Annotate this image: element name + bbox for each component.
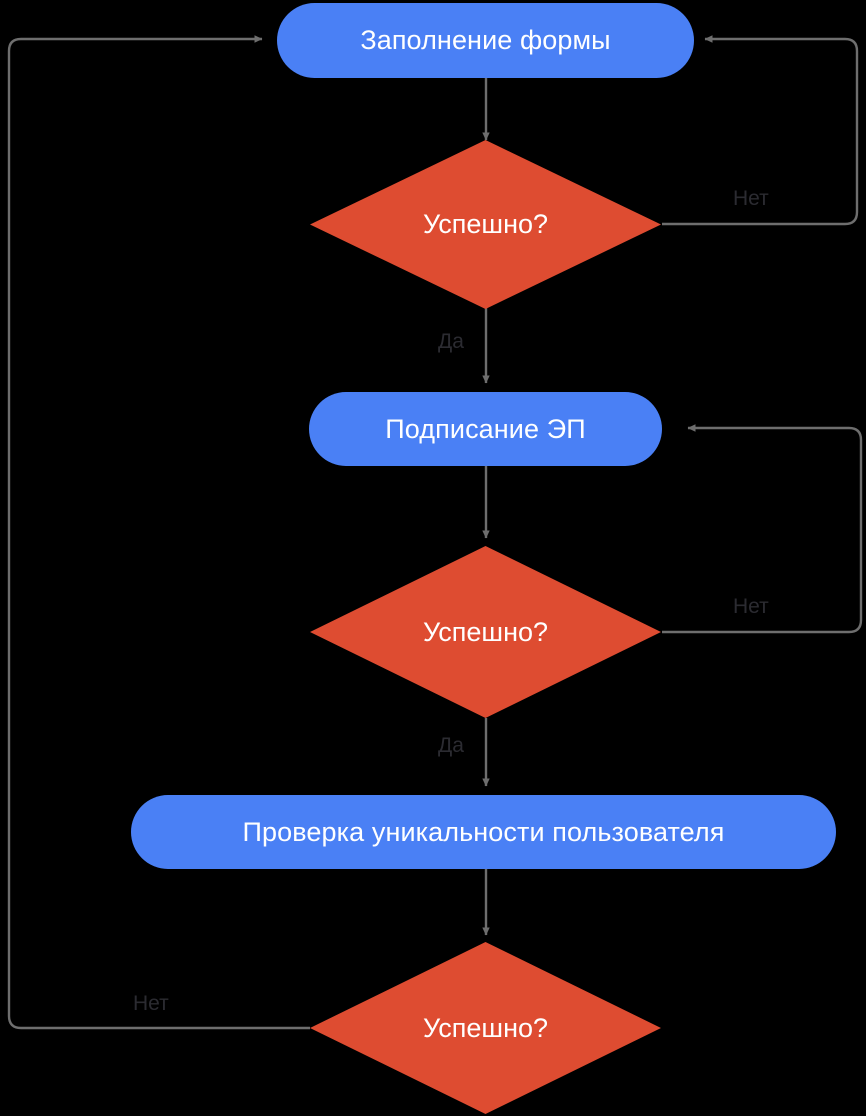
edge-label-no-3: Нет (133, 992, 169, 1015)
node-decision-success-2[interactable]: Успешно? (310, 546, 661, 718)
node-check-unique[interactable]: Проверка уникальности пользователя (131, 795, 836, 869)
node-fill-form-label: Заполнение формы (360, 25, 611, 55)
edge-check3-no-to-fillform (7, 35, 310, 1030)
node-check-unique-label: Проверка уникальности пользователя (242, 816, 725, 847)
edge-label-yes-2: Да (438, 734, 464, 757)
edge-check1-no-to-fillform (662, 35, 859, 226)
node-decision-success-1[interactable]: Успешно? (310, 140, 661, 309)
edge-label-yes-1: Да (438, 330, 464, 353)
edge-label-no-2: Нет (733, 595, 769, 618)
node-decision-success-3-label: Успешно? (422, 1012, 549, 1043)
node-decision-success-3[interactable]: Успешно? (310, 942, 661, 1114)
node-sign-ep[interactable]: Подписание ЭП (309, 392, 662, 466)
node-decision-success-1-label: Успешно? (422, 209, 549, 239)
edge-label-no-1: Нет (733, 187, 769, 210)
edge-check2-no-to-signep (662, 424, 863, 634)
node-sign-ep-label: Подписание ЭП (385, 413, 586, 444)
node-decision-success-2-label: Успешно? (422, 616, 549, 647)
node-fill-form[interactable]: Заполнение формы (277, 3, 694, 78)
